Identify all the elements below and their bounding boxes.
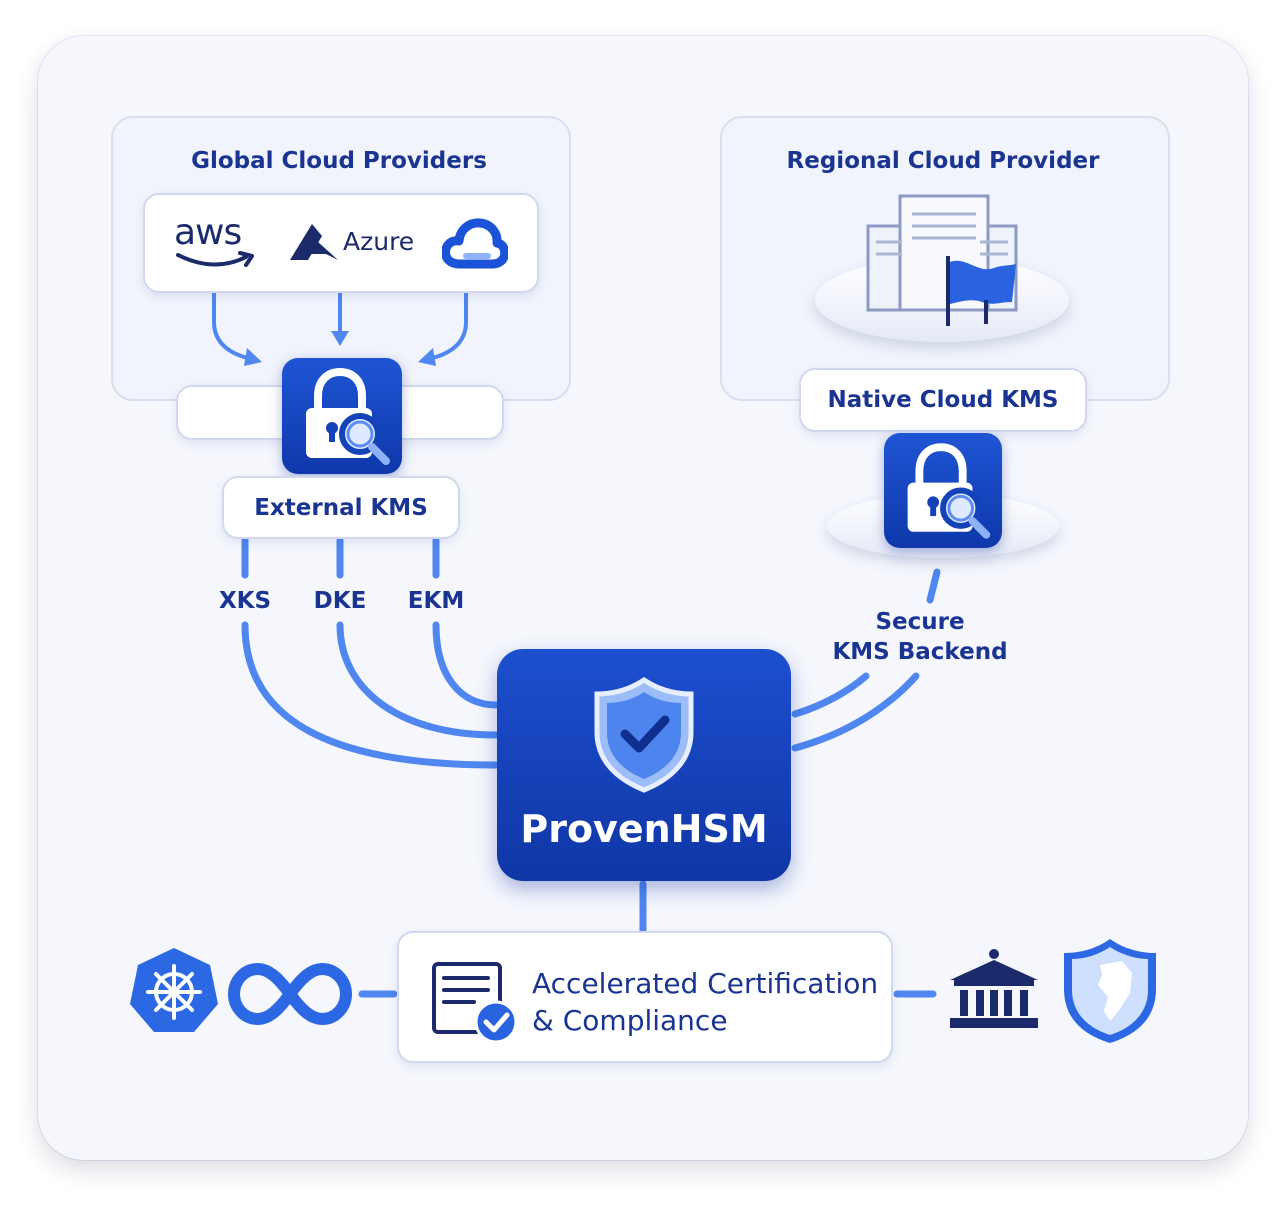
native-lock-search-icon	[907, 443, 991, 539]
azure-logo-text: Azure	[343, 227, 415, 256]
kubernetes-icon	[130, 948, 218, 1032]
provenhsm-label: ProvenHSM	[520, 807, 768, 851]
secure-backend-line2: KMS Backend	[832, 639, 1008, 665]
secure-backend-line1: Secure	[875, 609, 965, 635]
infinity-icon	[228, 962, 352, 1026]
provider-logos-box	[143, 193, 539, 293]
bank-icon	[950, 949, 1038, 1028]
shield-check-icon	[594, 676, 694, 793]
dke-curve	[336, 536, 500, 739]
protocol-ekm: EKM	[407, 588, 465, 614]
backend-curve-2	[791, 672, 870, 718]
protocol-dke: DKE	[313, 588, 367, 614]
aws-smile-icon	[176, 251, 254, 267]
aws-arrow	[212, 291, 258, 362]
aws-logo: aws	[174, 213, 258, 271]
xks-curve	[241, 536, 500, 769]
azure-logo: Azure	[288, 222, 418, 264]
ekm-curve	[432, 536, 500, 709]
regional-building-icon	[866, 194, 1018, 326]
backend-curve-1	[926, 568, 941, 604]
protocol-xks: XKS	[218, 588, 272, 614]
native-kms-box: Native Cloud KMS	[799, 368, 1087, 432]
google-cloud-icon	[442, 218, 508, 269]
global-cloud-title: Global Cloud Providers	[191, 148, 487, 174]
backend-curve-3	[791, 672, 920, 752]
shield-map-icon	[1064, 939, 1156, 1043]
external-kms-box: External KMS	[222, 476, 460, 539]
certification-line1: Accelerated Certification	[532, 967, 879, 1000]
gcloud-arrow	[422, 291, 468, 362]
aws-logo-text: aws	[174, 212, 242, 253]
document-check-icon	[432, 962, 518, 1044]
azure-icon	[290, 224, 338, 260]
external-kms-label: External KMS	[254, 494, 428, 521]
lock-search-icon	[306, 367, 390, 465]
regional-cloud-title: Regional Cloud Provider	[786, 148, 1100, 174]
native-kms-label: Native Cloud KMS	[827, 387, 1059, 413]
certification-line2: & Compliance	[532, 1004, 728, 1037]
